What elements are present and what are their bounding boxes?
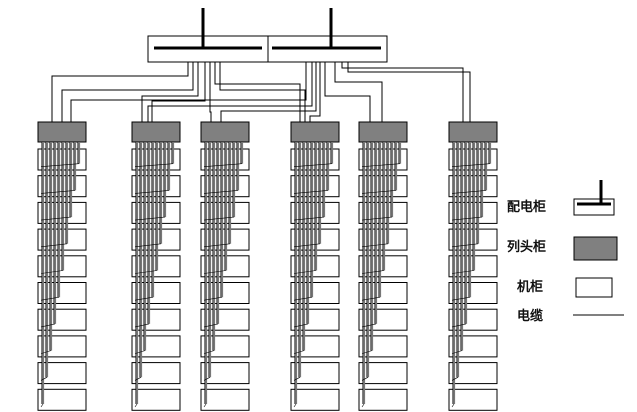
rack	[290, 282, 340, 304]
cable	[147, 62, 313, 122]
rack	[131, 362, 181, 385]
cable	[219, 62, 306, 122]
rack	[200, 282, 250, 304]
rack	[37, 282, 87, 304]
cable-network	[51, 62, 471, 122]
rack	[131, 335, 181, 358]
rack	[200, 388, 250, 411]
rack	[448, 362, 498, 385]
rack-column	[200, 121, 250, 411]
column-head-cabinet-symbol	[573, 236, 618, 261]
legend-label-rack: 机柜	[517, 279, 543, 295]
cable	[151, 62, 206, 122]
cable	[141, 62, 199, 122]
cable	[324, 62, 371, 122]
cable	[334, 62, 383, 122]
rack-column	[290, 121, 340, 411]
rack	[290, 308, 340, 331]
rack	[37, 308, 87, 331]
distribution-cabinet	[147, 8, 269, 63]
cable	[209, 62, 212, 122]
rack	[37, 362, 87, 385]
rack	[290, 335, 340, 358]
cable	[341, 62, 464, 122]
column-head-cabinet	[37, 121, 87, 143]
rack-feed-cables	[293, 142, 334, 408]
cable	[347, 62, 471, 122]
rack	[448, 282, 498, 304]
rack	[448, 308, 498, 331]
legend-item-column-head-cabinet: 列头柜	[507, 236, 618, 261]
rack-feed-cables	[134, 142, 175, 408]
column-head-cabinet	[358, 121, 408, 143]
distribution-cabinet-symbol	[573, 180, 615, 216]
legend: 配电柜 列头柜 机柜 电缆	[507, 180, 624, 324]
column-head-cabinet	[290, 121, 340, 143]
rack	[358, 362, 408, 385]
rack	[200, 335, 250, 358]
cable	[51, 62, 189, 122]
cable	[214, 62, 301, 122]
rack	[200, 362, 250, 385]
legend-label-cable: 电缆	[517, 308, 543, 324]
rack-symbol	[575, 277, 613, 298]
legend-label-column-head-cabinet: 列头柜	[507, 239, 546, 255]
rack	[131, 282, 181, 304]
rack-columns	[37, 121, 498, 411]
distribution-cabinet-group	[147, 8, 388, 63]
legend-item-distribution-cabinet: 配电柜	[507, 180, 615, 216]
rack	[448, 388, 498, 411]
cable	[309, 62, 321, 122]
rack-feed-cables	[361, 142, 402, 408]
legend-item-cable: 电缆	[517, 308, 624, 324]
rack	[200, 308, 250, 331]
legend-item-rack: 机柜	[517, 277, 613, 298]
column-head-cabinet	[200, 121, 250, 143]
rack	[37, 388, 87, 411]
column-head-cabinet	[448, 121, 498, 143]
rack	[358, 308, 408, 331]
rack-column	[358, 121, 408, 411]
rack	[448, 335, 498, 358]
rack	[131, 308, 181, 331]
cable	[70, 62, 307, 122]
rack-feed-cables	[40, 142, 81, 408]
rack-column	[131, 121, 181, 411]
rack	[37, 335, 87, 358]
legend-label-distribution-cabinet: 配电柜	[507, 199, 546, 215]
cable	[61, 62, 194, 122]
cable	[220, 62, 317, 122]
rack-column	[37, 121, 87, 411]
rack	[358, 282, 408, 304]
distribution-cabinet	[267, 8, 388, 63]
rack-feed-cables	[203, 142, 244, 408]
rack	[358, 335, 408, 358]
rack	[290, 362, 340, 385]
rack	[131, 388, 181, 411]
rack	[358, 388, 408, 411]
rack-feed-cables	[451, 142, 492, 408]
rack	[290, 388, 340, 411]
column-head-cabinet	[131, 121, 181, 143]
rack-column	[448, 121, 498, 411]
